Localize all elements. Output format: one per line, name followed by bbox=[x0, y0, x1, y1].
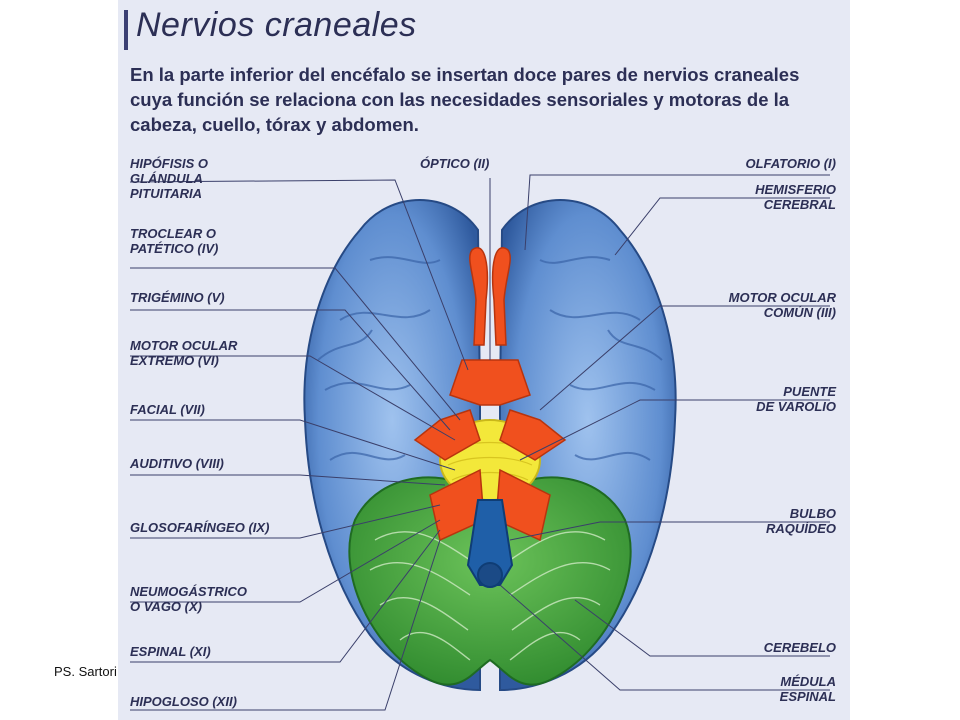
label-espinal: ESPINAL (XI) bbox=[130, 644, 211, 659]
label-trigemino: TRIGÉMINO (V) bbox=[130, 290, 225, 305]
label-hipogloso: HIPOGLOSO (XII) bbox=[130, 694, 237, 709]
label-facial: FACIAL (VII) bbox=[130, 402, 205, 417]
leader-lines bbox=[129, 174, 830, 711]
label-glosofaringeo: GLOSOFARÍNGEO (IX) bbox=[130, 520, 270, 535]
intro-text: En la parte inferior del encéfalo se ins… bbox=[130, 64, 800, 135]
spinal-cord-section bbox=[477, 562, 503, 588]
credit-text: PS. Sartori bbox=[54, 664, 117, 679]
label-motor-ocular-comun: MOTOR OCULAR COMÚN (III) bbox=[728, 290, 836, 320]
label-optico: ÓPTICO (II) bbox=[420, 156, 490, 171]
label-cerebelo: CEREBELO bbox=[763, 640, 836, 655]
label-neumogastrico: NEUMOGÁSTRICO O VAGO (X) bbox=[130, 584, 247, 614]
label-motor-ocular-extremo: MOTOR OCULAR EXTREMO (VI) bbox=[130, 338, 238, 368]
title-rule bbox=[124, 10, 128, 50]
label-auditivo: AUDITIVO (VIII) bbox=[130, 456, 224, 471]
gyri-lines bbox=[317, 256, 663, 461]
label-troclear: TROCLEAR O PATÉTICO (IV) bbox=[130, 226, 219, 256]
label-bulbo: BULBO RAQUÍDEO bbox=[765, 506, 836, 536]
label-puente: PUENTE DE VAROLIO bbox=[756, 384, 836, 414]
label-medula: MÉDULA ESPINAL bbox=[779, 674, 836, 704]
label-hemisferio: HEMISFERIO CEREBRAL bbox=[755, 182, 836, 212]
label-olfatorio: OLFATORIO (I) bbox=[745, 156, 836, 171]
label-hipofisis: HIPÓFISIS O GLÁNDULA PITUITARIA bbox=[130, 156, 209, 201]
figure-title: Nervios craneales bbox=[136, 6, 417, 44]
cerebellum-folia bbox=[369, 531, 611, 661]
cranial-nerves bbox=[413, 247, 567, 542]
